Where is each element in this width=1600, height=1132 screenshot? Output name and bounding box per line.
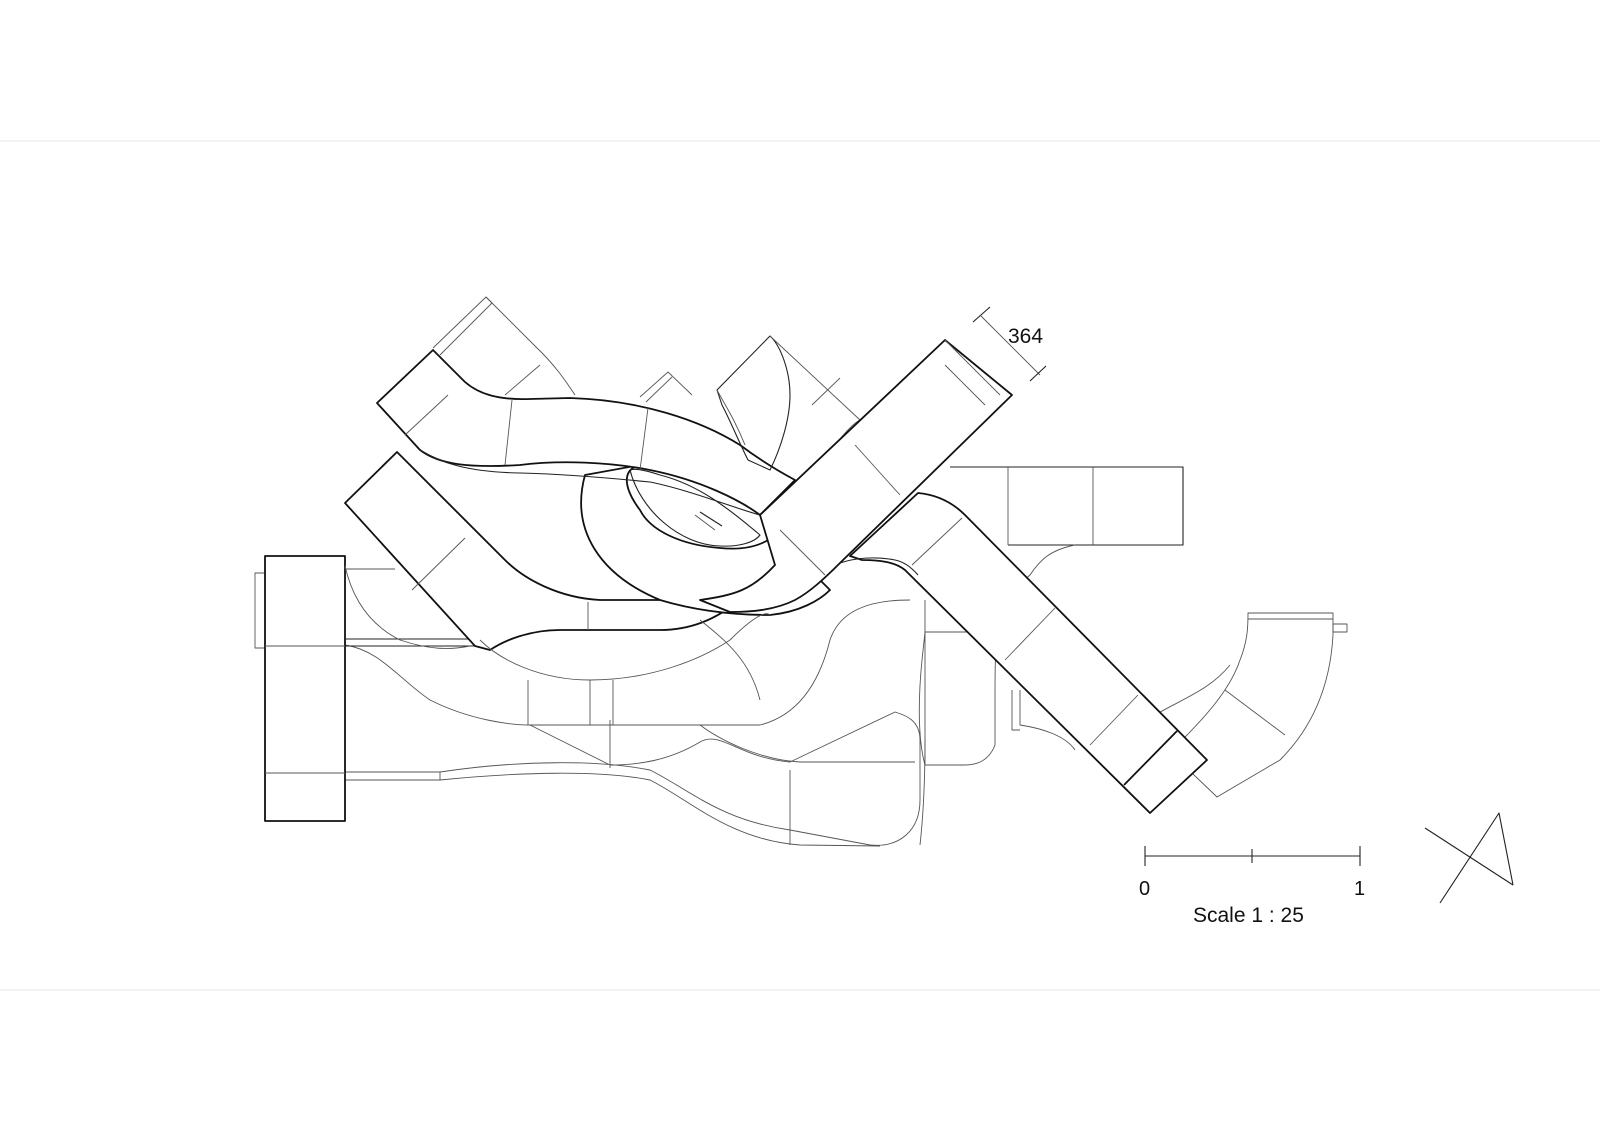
left-vertical-module xyxy=(254,555,478,822)
upper-sweep-lower-edge xyxy=(419,449,761,516)
upper-middle-elbow-inner xyxy=(716,389,746,446)
main-diagonal-joint xyxy=(944,364,986,406)
loop-under-outer xyxy=(479,613,771,681)
lower-band-outline xyxy=(345,711,921,846)
loop-hole xyxy=(629,468,761,547)
dimension-line xyxy=(979,314,1041,376)
descending-bar-module xyxy=(839,492,1208,814)
upper-sweep-joint xyxy=(504,399,513,466)
dimension-tick-top xyxy=(972,306,991,323)
dimension-tick-bottom xyxy=(1029,365,1047,382)
descending-bar-joint xyxy=(1089,694,1139,746)
scale-bar: 0 1 Scale 1 : 25 xyxy=(1139,846,1365,927)
right-horizontal-module xyxy=(950,466,1184,601)
dimension-label: 364 xyxy=(1008,325,1043,348)
scale-tick-label-start: 0 xyxy=(1139,878,1150,900)
dimension-annotation: 364 xyxy=(972,306,1047,382)
main-diagonal-module xyxy=(699,339,1013,613)
north-arrow-icon xyxy=(1424,812,1514,904)
descending-bar-shoulder xyxy=(839,557,919,576)
upper-left-back-outline xyxy=(432,296,576,396)
descending-bar-cap xyxy=(1123,730,1178,786)
lower-band-inner xyxy=(345,772,881,847)
upper-left-back-cap xyxy=(439,302,493,356)
main-diagonal-joint xyxy=(854,444,901,496)
upper-sweep-joint xyxy=(639,407,649,471)
upper-sweep-joint xyxy=(404,394,449,436)
upper-middle-elbow xyxy=(716,335,791,471)
scale-tick-label-end: 1 xyxy=(1354,878,1365,900)
main-diagonal-joint xyxy=(779,529,826,576)
left-diagonal-under xyxy=(344,565,471,649)
main-diagonal-end xyxy=(944,339,1001,396)
right-bracket xyxy=(1019,690,1076,751)
right-horizontal-drop xyxy=(999,544,1076,601)
middle-stub-lip xyxy=(645,376,673,403)
left-block xyxy=(264,555,346,822)
middle-band-lower xyxy=(699,724,915,763)
middle-stub-module xyxy=(639,371,693,403)
loop-strut xyxy=(699,511,723,527)
right-horizontal-box xyxy=(950,466,1184,546)
right-elbow-tail xyxy=(1154,664,1231,716)
loop-strut xyxy=(694,514,716,531)
right-bracket-2 xyxy=(1011,690,1020,731)
left-block-tab xyxy=(254,572,266,649)
upper-left-back-joint xyxy=(504,364,541,396)
right-elbow-joint xyxy=(1224,689,1286,736)
main-diagonal-bar xyxy=(699,339,1013,613)
upper-middle-elbow-joint xyxy=(811,377,841,406)
descending-bar-joint xyxy=(1004,607,1056,661)
north-arrow-stroke xyxy=(1439,812,1514,904)
north-arrow-stroke xyxy=(1424,827,1514,886)
upper-left-back-cap xyxy=(485,296,493,304)
loop-under-arc xyxy=(699,619,761,701)
descending-bar xyxy=(849,492,1208,814)
left-diagonal-joint xyxy=(411,537,466,591)
lower-module-group xyxy=(344,599,1076,847)
right-lower-curve xyxy=(919,739,926,846)
middle-stub xyxy=(639,371,693,398)
right-elbow-pin xyxy=(1332,623,1348,633)
descending-bar-joint xyxy=(911,517,963,566)
scale-title: Scale 1 : 25 xyxy=(1193,904,1304,927)
middle-band-outline xyxy=(344,599,911,726)
